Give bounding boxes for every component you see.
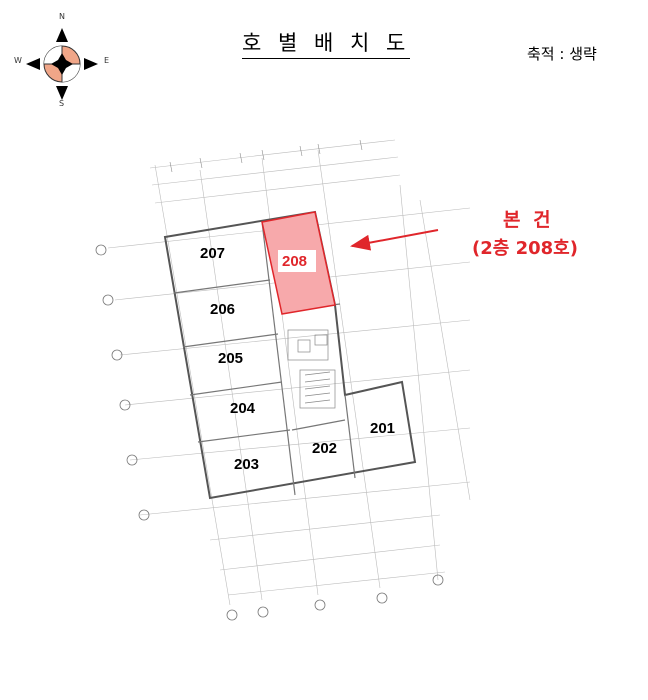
subject-unit-label: 본 건 <box>503 209 554 231</box>
scale-note: 축적 : 생략 <box>527 45 597 63</box>
room-206-label: 206 <box>210 301 235 318</box>
unit-208-label-bg <box>278 250 316 272</box>
compass-south-label: S <box>59 99 65 108</box>
room-203-label: 203 <box>234 456 259 473</box>
room-207-label: 207 <box>200 245 225 262</box>
page-title: 호 별 배 치 도 <box>242 30 411 59</box>
core-stairs <box>287 329 336 409</box>
grid-markers <box>95 244 444 621</box>
dimension-ticks <box>169 139 363 173</box>
pointer-arrow <box>350 229 439 251</box>
subject-unit-sub: (2층 208호) <box>472 238 578 259</box>
room-205-label: 205 <box>218 350 243 367</box>
room-201-label: 201 <box>370 420 395 437</box>
room-208-label: 208 <box>282 253 307 270</box>
compass-west-label: W <box>14 56 22 65</box>
interior-walls <box>173 221 356 496</box>
grid-lines <box>107 139 471 606</box>
compass-rose-icon <box>26 28 98 100</box>
compass-east-label: E <box>104 56 110 65</box>
compass-north-label: N <box>59 12 65 21</box>
room-202-label: 202 <box>312 440 337 457</box>
room-204-label: 204 <box>230 400 256 417</box>
